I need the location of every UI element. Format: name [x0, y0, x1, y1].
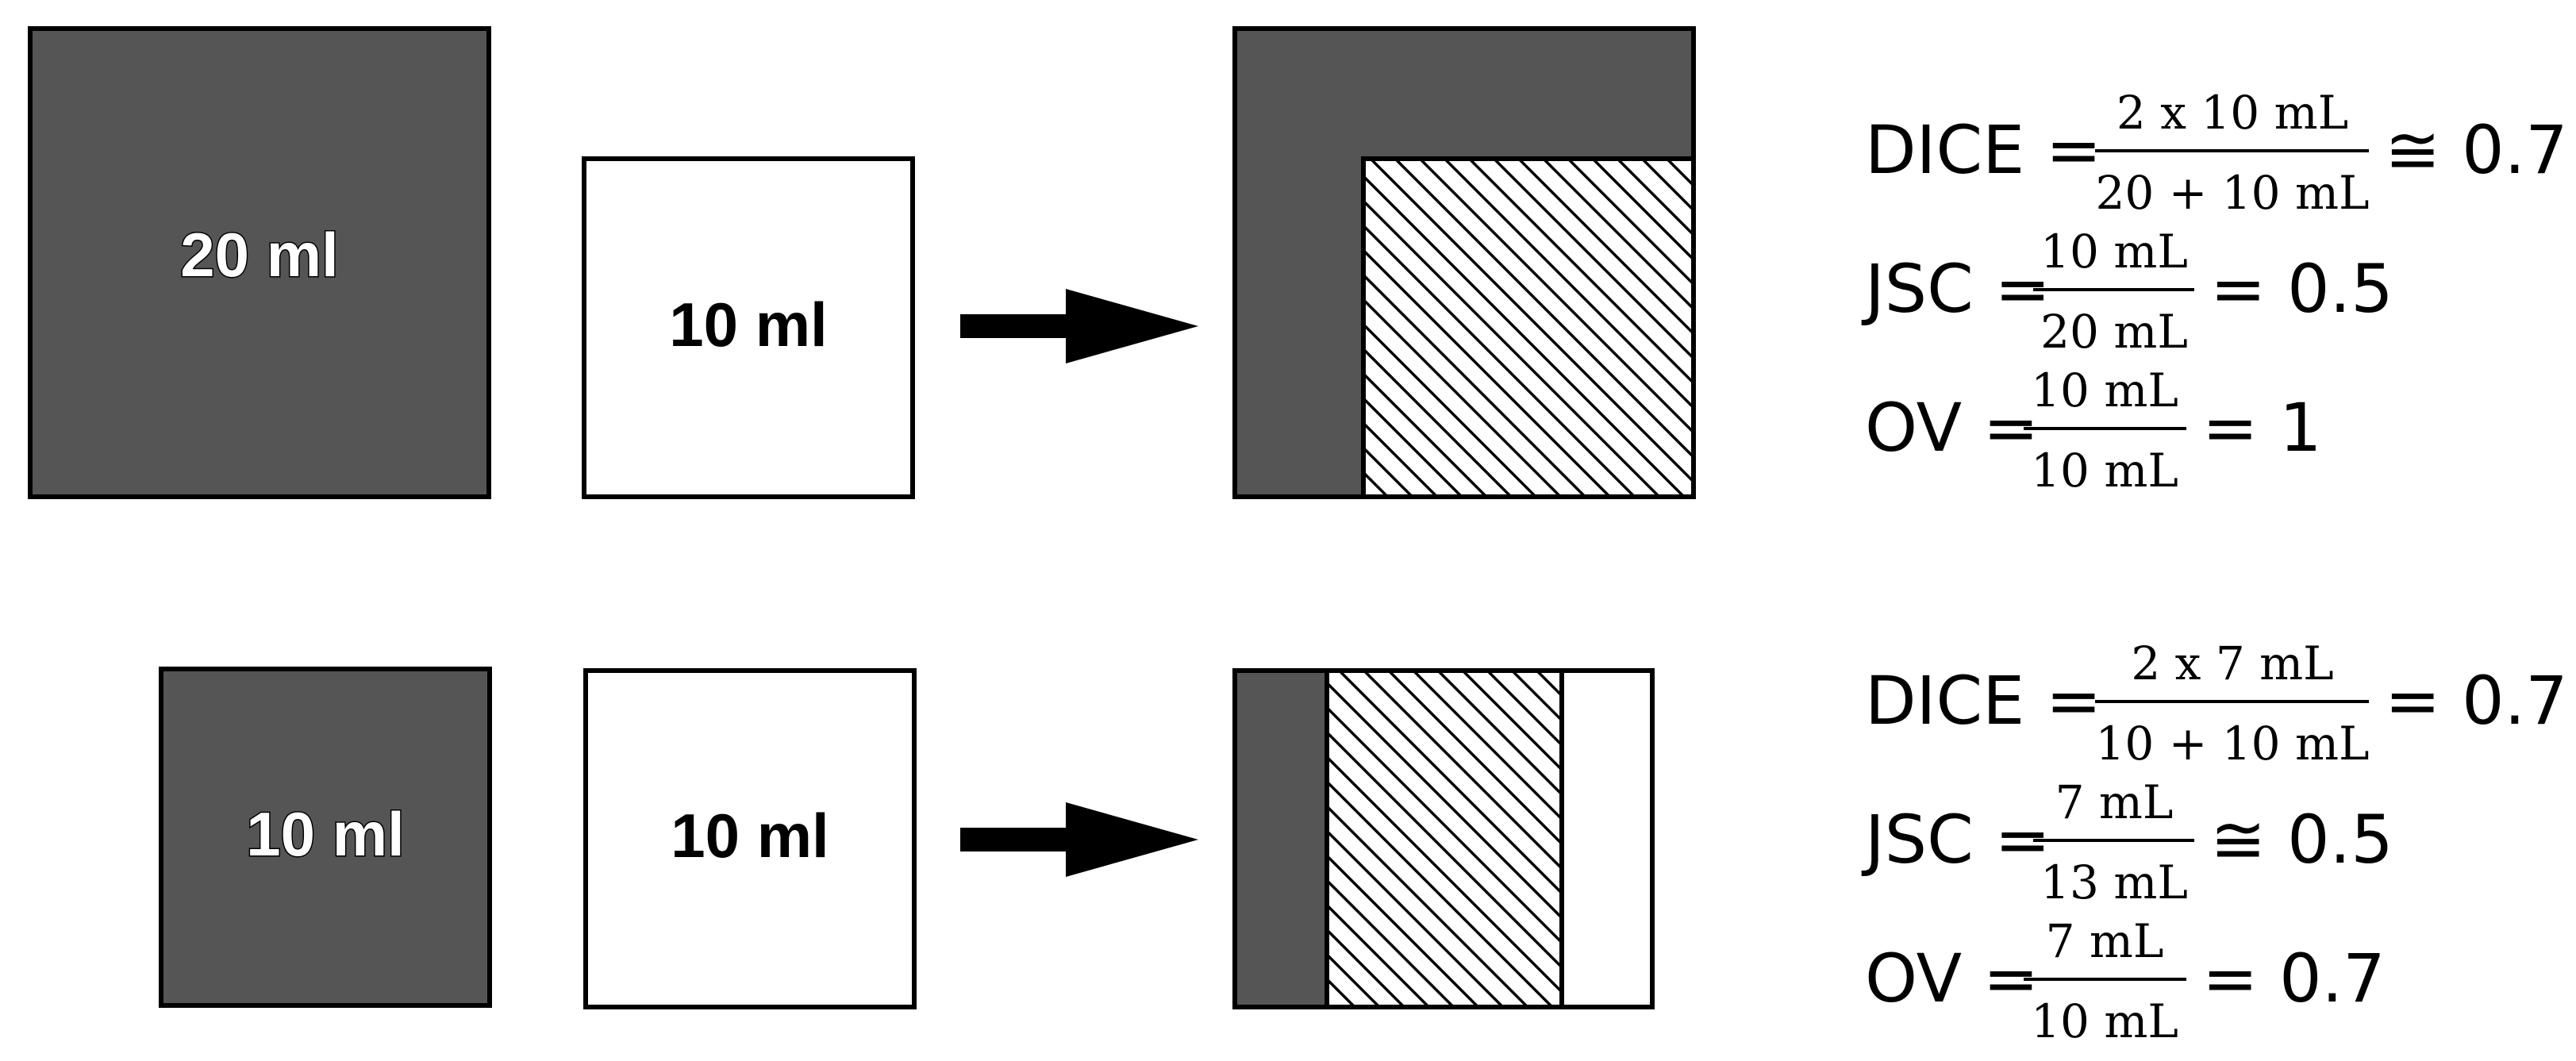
svg-text:10 mL: 10 mL: [2040, 225, 2188, 279]
row1-overlap-hatched-region: [1361, 156, 1696, 499]
svg-text:2 x 7 mL: 2 x 7 mL: [2131, 636, 2333, 690]
row-2: 10 ml 10 ml DICE = 2 x 7 mL 10 + 10 mL =…: [159, 636, 2568, 1048]
svg-text:DICE =: DICE =: [1865, 111, 2101, 189]
row1-segmentation-box: [582, 156, 915, 499]
row2-reference-box: [159, 667, 492, 1008]
svg-text:20 + 10 mL: 20 + 10 mL: [2095, 166, 2369, 220]
svg-text:JSC =: JSC =: [1861, 250, 2051, 328]
row1-segmentation-label: 10 ml: [669, 290, 827, 359]
row2-segmentation-box: [583, 668, 917, 1009]
svg-text:= 1: = 1: [2202, 389, 2322, 467]
svg-text:7 mL: 7 mL: [2046, 914, 2164, 968]
row2-reference-label: 10 ml: [246, 799, 404, 869]
row2-equations: DICE = 2 x 7 mL 10 + 10 mL = 0.7 JSC = 7…: [1861, 636, 2568, 1048]
svg-text:DICE =: DICE =: [1865, 662, 2101, 740]
row2-overlap-result: [1232, 668, 1655, 1009]
svg-text:10 mL: 10 mL: [2031, 444, 2178, 498]
svg-text:≅ 0.7: ≅ 0.7: [2385, 111, 2568, 189]
svg-text:OV =: OV =: [1865, 389, 2039, 467]
svg-text:OV =: OV =: [1865, 940, 2039, 1017]
row2-jsc-equation: JSC = 7 mL 13 mL ≅ 0.5: [1861, 775, 2393, 909]
row1-ov-equation: OV = 10 mL 10 mL = 1: [1865, 363, 2322, 498]
row2-arrow-icon: [960, 802, 1198, 877]
row2-ov-equation: OV = 7 mL 10 mL = 0.7: [1865, 914, 2386, 1048]
row1-reference-label: 20 ml: [180, 220, 338, 290]
svg-text:≅ 0.5: ≅ 0.5: [2210, 801, 2393, 878]
row1-equations: DICE = 2 x 10 mL 20 + 10 mL ≅ 0.7 JSC = …: [1861, 86, 2568, 498]
row1-reference-box: [28, 26, 491, 499]
row1-jsc-equation: JSC = 10 mL 20 mL = 0.5: [1861, 225, 2393, 359]
row2-overlap-hatched-region: [1325, 668, 1564, 1009]
row2-segmentation-label: 10 ml: [671, 801, 829, 871]
row1-overlap-result: [1232, 26, 1696, 499]
svg-text:= 0.7: = 0.7: [2385, 662, 2568, 740]
svg-text:= 0.7: = 0.7: [2202, 940, 2386, 1017]
svg-text:13 mL: 13 mL: [2040, 855, 2188, 909]
svg-text:10 mL: 10 mL: [2031, 363, 2178, 417]
row1-arrow-icon: [960, 289, 1198, 363]
svg-text:10 + 10 mL: 10 + 10 mL: [2095, 717, 2369, 771]
svg-text:10 mL: 10 mL: [2031, 994, 2178, 1048]
svg-text:2 x 10 mL: 2 x 10 mL: [2117, 86, 2348, 140]
svg-text:20 mL: 20 mL: [2040, 305, 2188, 359]
row-1: 20 ml 10 ml DICE = 2 x 10 mL 20 + 10 mL …: [28, 26, 2568, 499]
row1-dice-equation: DICE = 2 x 10 mL 20 + 10 mL ≅ 0.7: [1865, 86, 2568, 220]
svg-text:JSC =: JSC =: [1861, 801, 2051, 878]
svg-text:= 0.5: = 0.5: [2210, 250, 2393, 328]
row2-dice-equation: DICE = 2 x 7 mL 10 + 10 mL = 0.7: [1865, 636, 2568, 771]
svg-text:7 mL: 7 mL: [2055, 775, 2174, 829]
